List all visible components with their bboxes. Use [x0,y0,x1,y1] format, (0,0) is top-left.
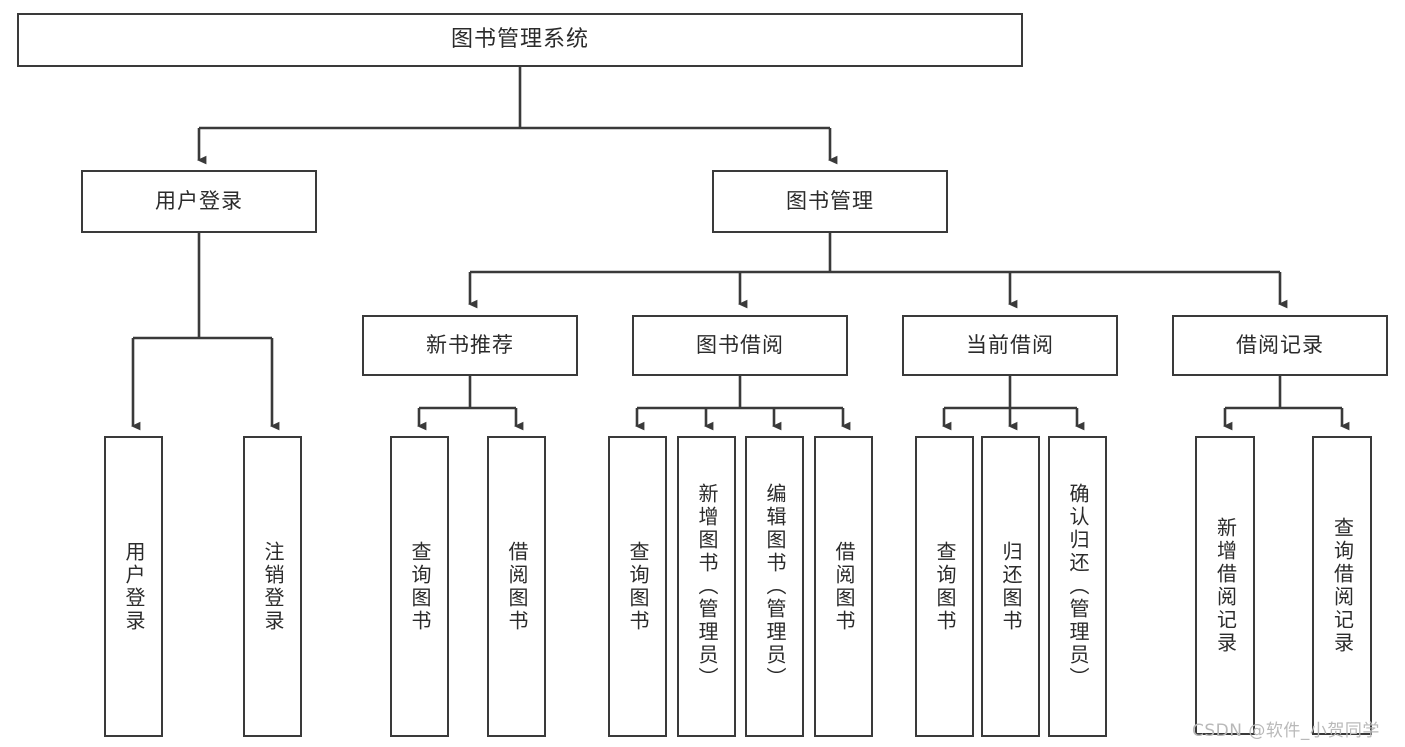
leaf-label: 借阅图书 [505,540,529,633]
leaf-newbook-query-book[interactable]: 查询图书 [390,436,449,737]
leaf-current-confirm-return-admin[interactable]: 确认归还（管理员） [1048,436,1107,737]
leaf-borrow-add-book-admin[interactable]: 新增图书（管理员） [677,436,736,737]
leaf-label: 查询借阅记录 [1330,516,1355,655]
leaf-current-return-book[interactable]: 归还图书 [981,436,1040,737]
leaf-record-query-record[interactable]: 查询借阅记录 [1312,436,1372,735]
leaf-label: 用户登录 [122,540,146,633]
leaf-label: 查询图书 [933,540,957,633]
node-book-management[interactable]: 图书管理 [712,170,948,233]
leaf-user-login-signin[interactable]: 用户登录 [104,436,163,737]
csdn-watermark: CSDN @软件_小贺同学 [1192,721,1380,741]
leaf-label: 查询图书 [626,540,650,633]
leaf-label: 查询图书 [408,540,432,633]
leaf-borrow-query-book[interactable]: 查询图书 [608,436,667,737]
leaf-borrow-borrow-book[interactable]: 借阅图书 [814,436,873,737]
leaf-label: 借阅图书 [832,540,856,633]
node-new-book-recommend[interactable]: 新书推荐 [362,315,578,376]
leaf-label: 新增借阅记录 [1213,516,1238,655]
node-user-login[interactable]: 用户登录 [81,170,317,233]
leaf-newbook-borrow-book[interactable]: 借阅图书 [487,436,546,737]
node-root-system[interactable]: 图书管理系统 [17,13,1023,67]
leaf-label: 归还图书 [999,540,1023,633]
leaf-borrow-edit-book-admin[interactable]: 编辑图书（管理员） [745,436,804,737]
leaf-label: 注销登录 [261,540,285,633]
leaf-label: 确认归还（管理员） [1066,483,1090,690]
node-current-borrow[interactable]: 当前借阅 [902,315,1118,376]
leaf-user-login-signout[interactable]: 注销登录 [243,436,302,737]
leaf-label: 编辑图书（管理员） [763,483,787,690]
node-book-borrow[interactable]: 图书借阅 [632,315,848,376]
node-borrow-record[interactable]: 借阅记录 [1172,315,1388,376]
leaf-label: 新增图书（管理员） [695,483,719,690]
leaf-current-query-book[interactable]: 查询图书 [915,436,974,737]
leaf-record-add-record[interactable]: 新增借阅记录 [1195,436,1255,735]
